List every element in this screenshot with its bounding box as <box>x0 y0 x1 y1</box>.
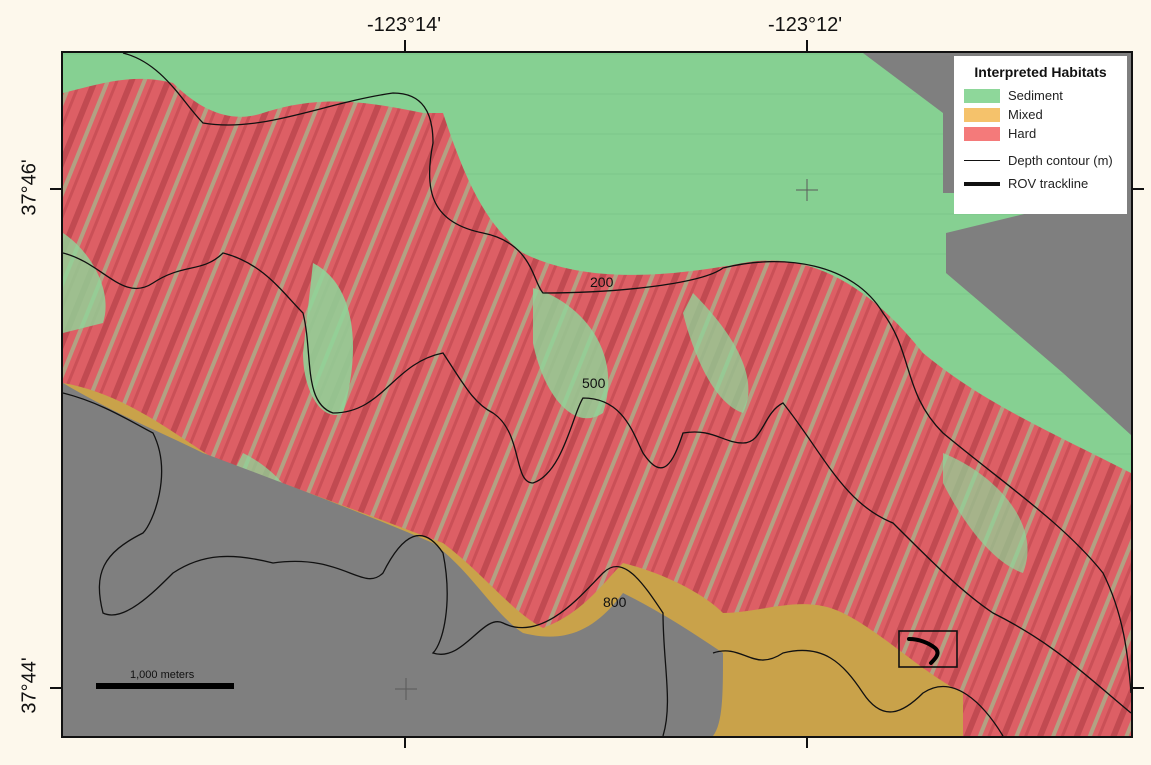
longitude-label-2: -123°12' <box>768 14 843 36</box>
sediment-patch-5 <box>943 453 1028 573</box>
map-canvas <box>63 53 1131 736</box>
latitude-label-2: 37°44' <box>18 657 41 714</box>
legend-label-hard: Hard <box>1008 126 1037 141</box>
tick-top-2 <box>806 40 808 51</box>
legend-label-sediment: Sediment <box>1008 88 1063 103</box>
sediment-patch-3 <box>683 293 749 413</box>
depth-contour-200 <box>122 53 1131 694</box>
scale-bar: 1,000 meters <box>96 669 234 689</box>
mixed-swatch <box>964 107 1000 122</box>
legend-item-hard: Hard <box>964 124 1117 143</box>
latitude-label-1: 37°46' <box>18 159 41 216</box>
legend-item-depth-contour: Depth contour (m) <box>964 151 1117 170</box>
tick-left-1 <box>50 188 61 190</box>
depth-contour-500 <box>63 252 1131 714</box>
tick-bottom-1 <box>404 738 406 748</box>
tick-top-1 <box>404 40 406 51</box>
sediment-patch-6 <box>63 233 106 333</box>
grid-crosshair-2 <box>395 678 417 700</box>
tick-right-1 <box>1133 188 1144 190</box>
tick-left-2 <box>50 687 61 689</box>
tick-right-2 <box>1133 687 1144 689</box>
sediment-patch-2 <box>533 288 609 419</box>
legend-title: Interpreted Habitats <box>974 64 1107 80</box>
legend-label-rov-trackline: ROV trackline <box>1008 176 1089 191</box>
longitude-label-1: -123°14' <box>367 14 442 36</box>
legend-item-rov-trackline: ROV trackline <box>964 174 1117 193</box>
depth-contour-800b <box>712 649 1004 736</box>
depth-contour-800 <box>63 392 669 736</box>
land-bottom <box>63 383 723 736</box>
sediment-patch-1 <box>303 263 353 415</box>
land-right <box>946 188 1131 435</box>
legend-item-mixed: Mixed <box>964 105 1117 124</box>
legend: Interpreted Habitats Sediment Mixed Hard… <box>954 56 1127 214</box>
hard-swatch <box>964 126 1000 141</box>
rov-trackline <box>907 637 940 665</box>
mixed-substrate <box>63 383 963 736</box>
depth-contour-line-icon <box>964 160 1000 161</box>
rov-inset-box <box>898 630 958 668</box>
scale-bar-label: 1,000 meters <box>130 669 195 681</box>
contour-label-200: 200 <box>590 274 614 290</box>
grid-crosshair-1 <box>796 179 818 201</box>
scale-bar-line <box>96 683 234 689</box>
rov-trackline-line-icon <box>964 181 1000 186</box>
legend-label-depth-contour: Depth contour (m) <box>1008 153 1113 168</box>
legend-label-mixed: Mixed <box>1008 107 1043 122</box>
sediment-swatch <box>964 88 1000 103</box>
contour-label-800: 800 <box>603 594 627 610</box>
legend-item-sediment: Sediment <box>964 86 1117 105</box>
contour-label-500: 500 <box>582 375 606 391</box>
tick-bottom-2 <box>806 738 808 748</box>
